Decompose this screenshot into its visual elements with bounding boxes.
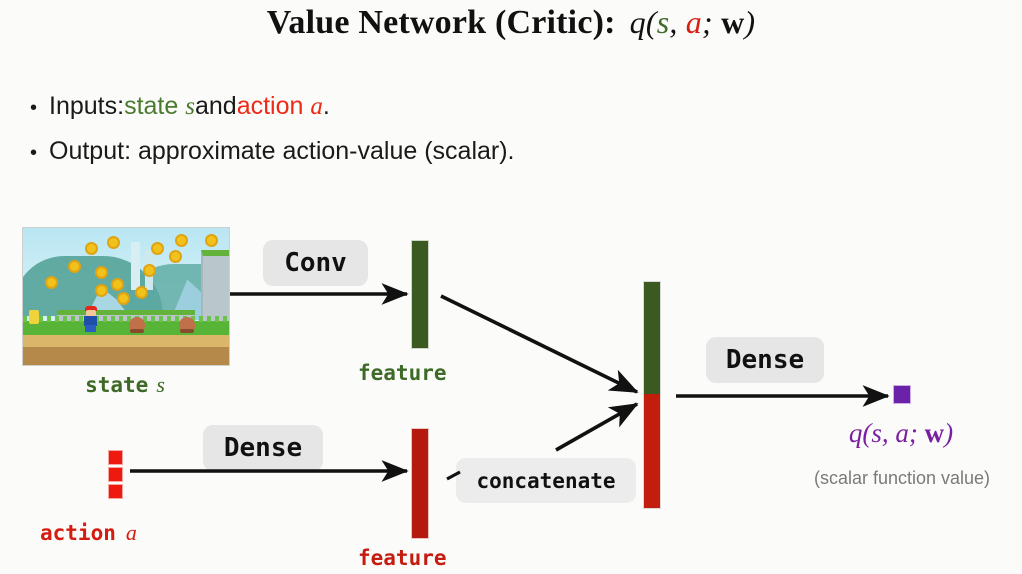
output-semicolon: ;: [908, 418, 925, 448]
concatenate-box[interactable]: concatenate: [456, 458, 636, 503]
game-coin: [107, 236, 120, 249]
game-dirt: [23, 347, 229, 365]
action-input-square: [108, 467, 123, 482]
bullet-inputs-middle: and: [194, 92, 237, 120]
action-feature-bar: [411, 428, 429, 539]
game-grass: [23, 316, 229, 335]
bullet-output-text: Output: approximate action-value (scalar…: [49, 137, 515, 165]
action-input-square: [108, 484, 123, 499]
formula-semicolon: ;: [702, 4, 722, 40]
action-label-word: action: [40, 521, 116, 545]
game-coin: [117, 292, 130, 305]
arrow-state-feature-to-concat: [440, 294, 639, 394]
bullet-inputs-state-var: s: [185, 93, 195, 120]
formula-close-paren: ): [744, 4, 756, 40]
bullet-inputs-state-word: state: [124, 92, 179, 120]
output-comma: ,: [881, 418, 896, 448]
output-a: a: [895, 418, 909, 448]
output-formula: q(s, a; w): [796, 418, 1006, 449]
page-title: Value Network (Critic): q(s, a; w): [0, 4, 1022, 42]
state-feature-bar: [411, 240, 429, 349]
game-coin: [95, 284, 108, 297]
arrow-concat-box-to-concat-bar: [555, 402, 639, 452]
formula-state-symbol: s: [656, 4, 670, 40]
action-label-var: a: [125, 520, 137, 545]
bullet-dot-icon: •: [30, 97, 38, 119]
state-label-word: state: [85, 373, 149, 397]
bullet-list: • Inputs: state s and action a. • Output…: [30, 84, 515, 173]
output-caption: (scalar function value): [813, 468, 991, 488]
bullet-item-output: • Output: approximate action-value (scal…: [30, 129, 515, 173]
game-coin: [151, 242, 164, 255]
formula-weights-symbol: w: [721, 4, 745, 40]
output-q: q: [848, 418, 863, 448]
state-feature-label: feature: [358, 361, 447, 385]
game-coin: [95, 266, 108, 279]
bullet-dot-icon: •: [30, 142, 38, 164]
output-open-paren: (: [862, 418, 872, 448]
game-mario-sprite: [83, 306, 99, 332]
game-coin: [111, 278, 124, 291]
output-close-paren: ): [944, 418, 954, 448]
formula-q: q: [629, 4, 646, 40]
action-feature-label: feature: [358, 546, 447, 570]
action-input-square: [108, 450, 123, 465]
game-coin: [135, 286, 148, 299]
game-item: [29, 310, 39, 324]
output-s: s: [871, 418, 882, 448]
formula-comma: ,: [669, 4, 686, 40]
bullet-inputs-prefix: Inputs:: [49, 92, 125, 120]
page-title-formula: q(s, a; w): [630, 4, 756, 40]
bullet-inputs-suffix: .: [322, 92, 330, 120]
game-coin: [175, 234, 188, 247]
game-coin: [68, 260, 81, 273]
formula-action-symbol: a: [685, 4, 702, 40]
concatenated-feature-bar: [643, 281, 661, 509]
state-label-var: s: [156, 372, 165, 397]
dense-layer-box-action[interactable]: Dense: [203, 425, 323, 471]
game-enemy: [129, 317, 145, 333]
page-title-text: Value Network (Critic):: [266, 4, 616, 41]
dense-layer-box-output[interactable]: Dense: [706, 337, 824, 383]
game-tower-a: [131, 242, 140, 290]
bullet-inputs-action-word: action: [236, 92, 304, 120]
bullet-item-inputs: • Inputs: state s and action a.: [30, 84, 515, 129]
output-w: w: [924, 418, 945, 448]
game-enemy: [179, 317, 195, 333]
bullet-inputs-action-var: a: [310, 93, 323, 120]
output-scalar-square: [893, 385, 911, 404]
state-input-image: [22, 227, 230, 366]
game-coin: [169, 250, 182, 263]
formula-open-paren: (: [645, 4, 657, 40]
game-coin: [143, 264, 156, 277]
conv-layer-box[interactable]: Conv: [263, 240, 368, 286]
game-coin: [205, 234, 218, 247]
game-coin: [85, 242, 98, 255]
game-coin: [45, 276, 58, 289]
